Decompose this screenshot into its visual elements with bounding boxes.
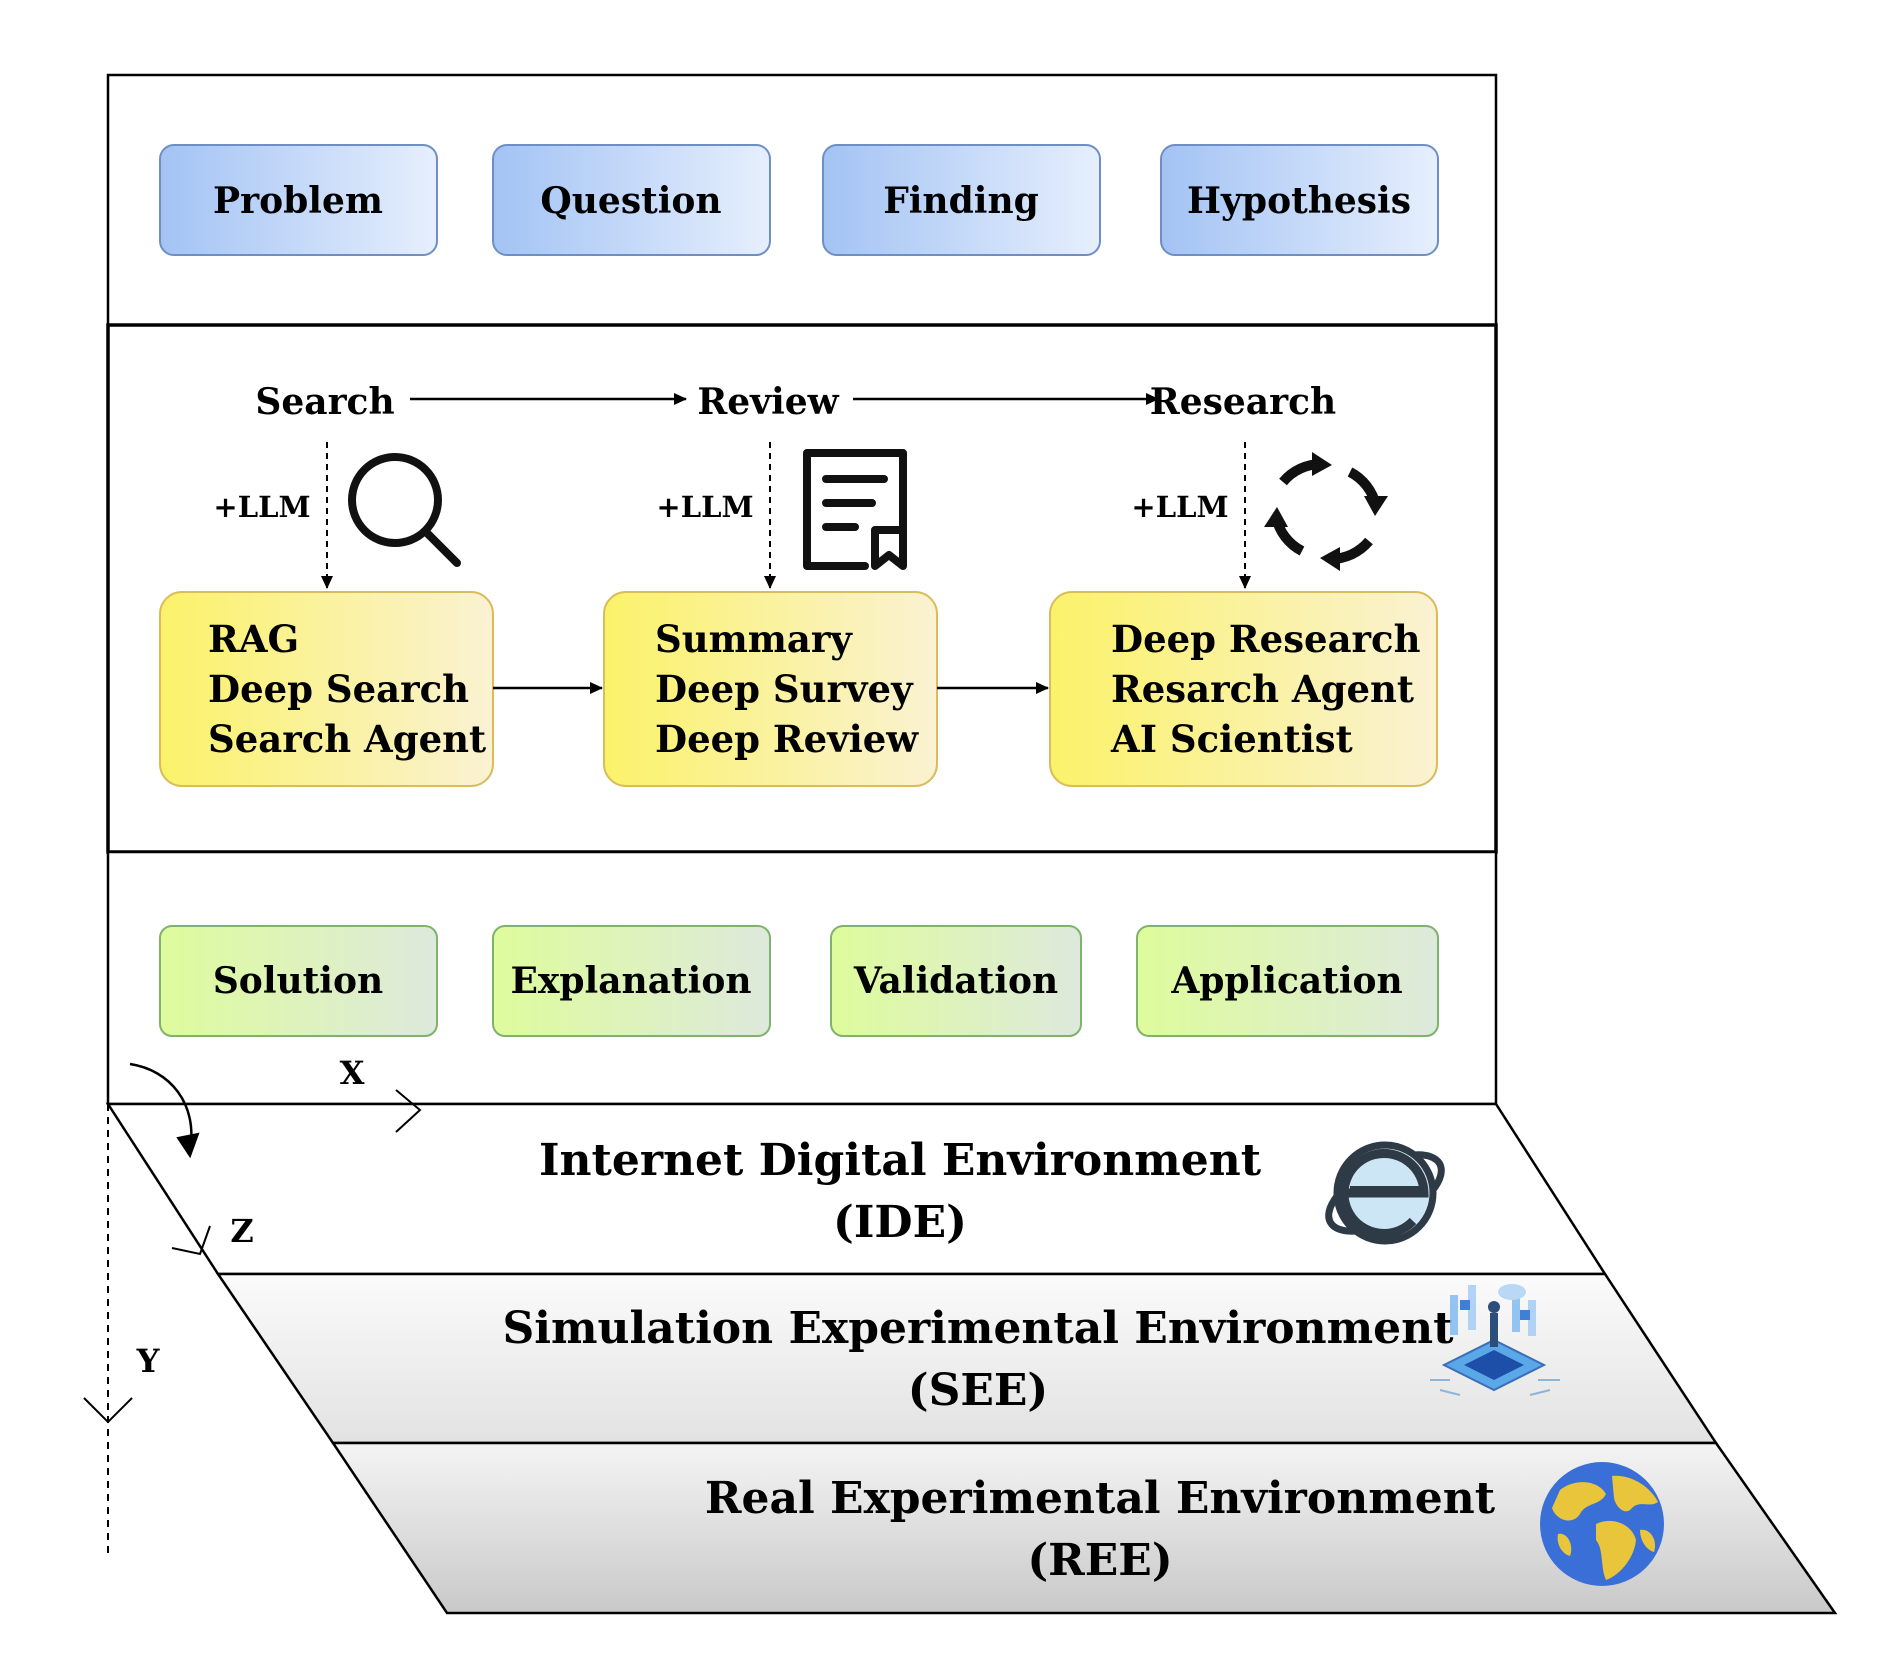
env-ide-name: Internet Digital Environment [539, 1135, 1262, 1186]
box-application-label: Application [1170, 960, 1402, 1002]
globe-icon [1540, 1462, 1664, 1586]
z-axis-label: Z [230, 1212, 253, 1250]
box-validation [830, 925, 1082, 1037]
magnifier-icon [348, 453, 461, 567]
box-finding-label: Finding [883, 180, 1039, 222]
env-see-abbr: (SEE) [908, 1365, 1049, 1416]
box-hypothesis [1160, 144, 1439, 256]
env-see-name: Simulation Experimental Environment [503, 1303, 1455, 1354]
box-finding [822, 144, 1101, 256]
llm-label-search: +LLM [213, 490, 310, 524]
box-question-label: Question [540, 180, 721, 222]
review-item-3: Deep Review [655, 717, 919, 761]
stage-research-box [1049, 591, 1438, 787]
simulation-chip-icon [1430, 1284, 1560, 1396]
llm-label-research: +LLM [1131, 490, 1228, 524]
research-item-1: Deep Research [1111, 617, 1421, 661]
review-item-2: Deep Survey [655, 667, 914, 711]
layer-ree [330, 1441, 1838, 1615]
top-row: Problem Question Finding Hypothesis [159, 144, 1439, 256]
x-axis-label: X [340, 1054, 365, 1092]
axes [83, 1062, 422, 1555]
env-ide-abbr: (IDE) [833, 1197, 967, 1248]
box-solution-label: Solution [213, 960, 383, 1002]
x-axis-head [395, 1089, 422, 1133]
document-icon [803, 449, 907, 570]
env-ree-name: Real Experimental Environment [705, 1473, 1496, 1524]
box-question [492, 144, 771, 256]
search-item-2: Deep Search [208, 667, 469, 711]
box-hypothesis-label: Hypothesis [1187, 180, 1411, 222]
research-item-2: Resarch Agent [1111, 667, 1414, 711]
bottom-row: Solution Explanation Validation Applicat… [159, 925, 1439, 1037]
stage-research-title: Research [1150, 381, 1336, 423]
box-application [1136, 925, 1439, 1037]
y-axis-head [83, 1397, 133, 1424]
search-item-1: RAG [208, 617, 299, 661]
research-item-3: AI Scientist [1110, 717, 1353, 761]
stage-review-title: Review [697, 381, 839, 423]
env-ree-abbr: (REE) [1027, 1535, 1172, 1586]
box-solution [159, 925, 438, 1037]
llm-label-review: +LLM [656, 490, 753, 524]
box-explanation-label: Explanation [510, 960, 751, 1002]
box-problem [159, 144, 438, 256]
y-axis-label: Y [136, 1342, 161, 1380]
search-item-3: Search Agent [208, 717, 486, 761]
review-item-1: Summary [655, 617, 853, 661]
z-axis-head [171, 1225, 211, 1256]
box-problem-label: Problem [213, 180, 383, 222]
box-validation-label: Validation [853, 960, 1058, 1002]
internet-explorer-icon [1325, 1141, 1445, 1245]
stage-search-title: Search [255, 381, 394, 423]
refresh-cycle-icon [1264, 452, 1388, 571]
box-explanation [492, 925, 771, 1037]
rotation-arrow-head [176, 1132, 200, 1159]
